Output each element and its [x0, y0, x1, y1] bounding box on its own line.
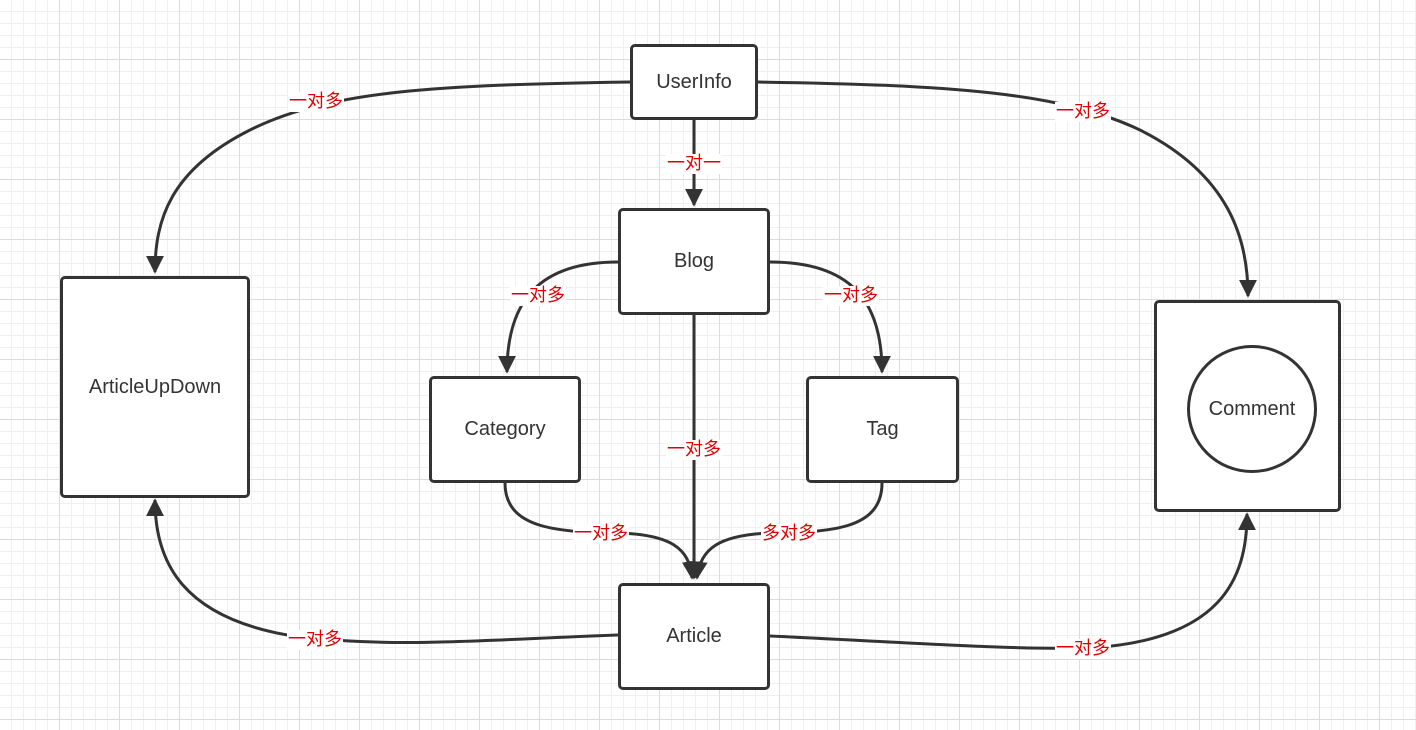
edge-article-comment: [769, 512, 1256, 650]
edge-userinfo-comment: [757, 80, 1257, 298]
node-blog-label: Blog: [673, 250, 715, 272]
edge-label-article-comment: 一对多: [1055, 638, 1111, 659]
edge-label-blog-article: 一对多: [666, 439, 722, 460]
edge-label-article-articleupdown: 一对多: [287, 629, 343, 650]
node-blog[interactable]: Blog: [618, 208, 770, 315]
node-articleupdown[interactable]: ArticleUpDown: [60, 276, 250, 498]
edge-blog-category: [498, 260, 619, 374]
edge-label-blog-category: 一对多: [510, 285, 566, 306]
edge-article-articleupdown: [146, 498, 619, 645]
edge-label-userinfo-comment: 一对多: [1055, 101, 1111, 122]
node-article-label: Article: [666, 625, 722, 647]
node-comment-label: Comment: [1208, 397, 1296, 420]
node-userinfo-label: UserInfo: [656, 70, 732, 93]
edge-label-userinfo-blog: 一对一: [666, 153, 722, 174]
edge-blog-tag: [769, 260, 891, 374]
edge-label-userinfo-articleupdown: 一对多: [288, 91, 344, 112]
node-article[interactable]: Article: [618, 583, 770, 690]
node-category-label: Category: [464, 418, 546, 440]
node-userinfo[interactable]: UserInfo: [630, 44, 758, 120]
edge-userinfo-articleupdown: [146, 80, 631, 274]
edge-label-category-article: 一对多: [573, 523, 629, 544]
edge-label-blog-tag: 一对多: [823, 285, 879, 306]
node-category[interactable]: Category: [429, 376, 581, 483]
edge-label-tag-article: 多对多: [761, 523, 817, 544]
node-tag-label: Tag: [866, 418, 899, 440]
node-tag[interactable]: Tag: [806, 376, 959, 483]
node-comment[interactable]: Comment: [1187, 345, 1317, 473]
node-articleupdown-label: ArticleUpDown: [88, 375, 222, 398]
